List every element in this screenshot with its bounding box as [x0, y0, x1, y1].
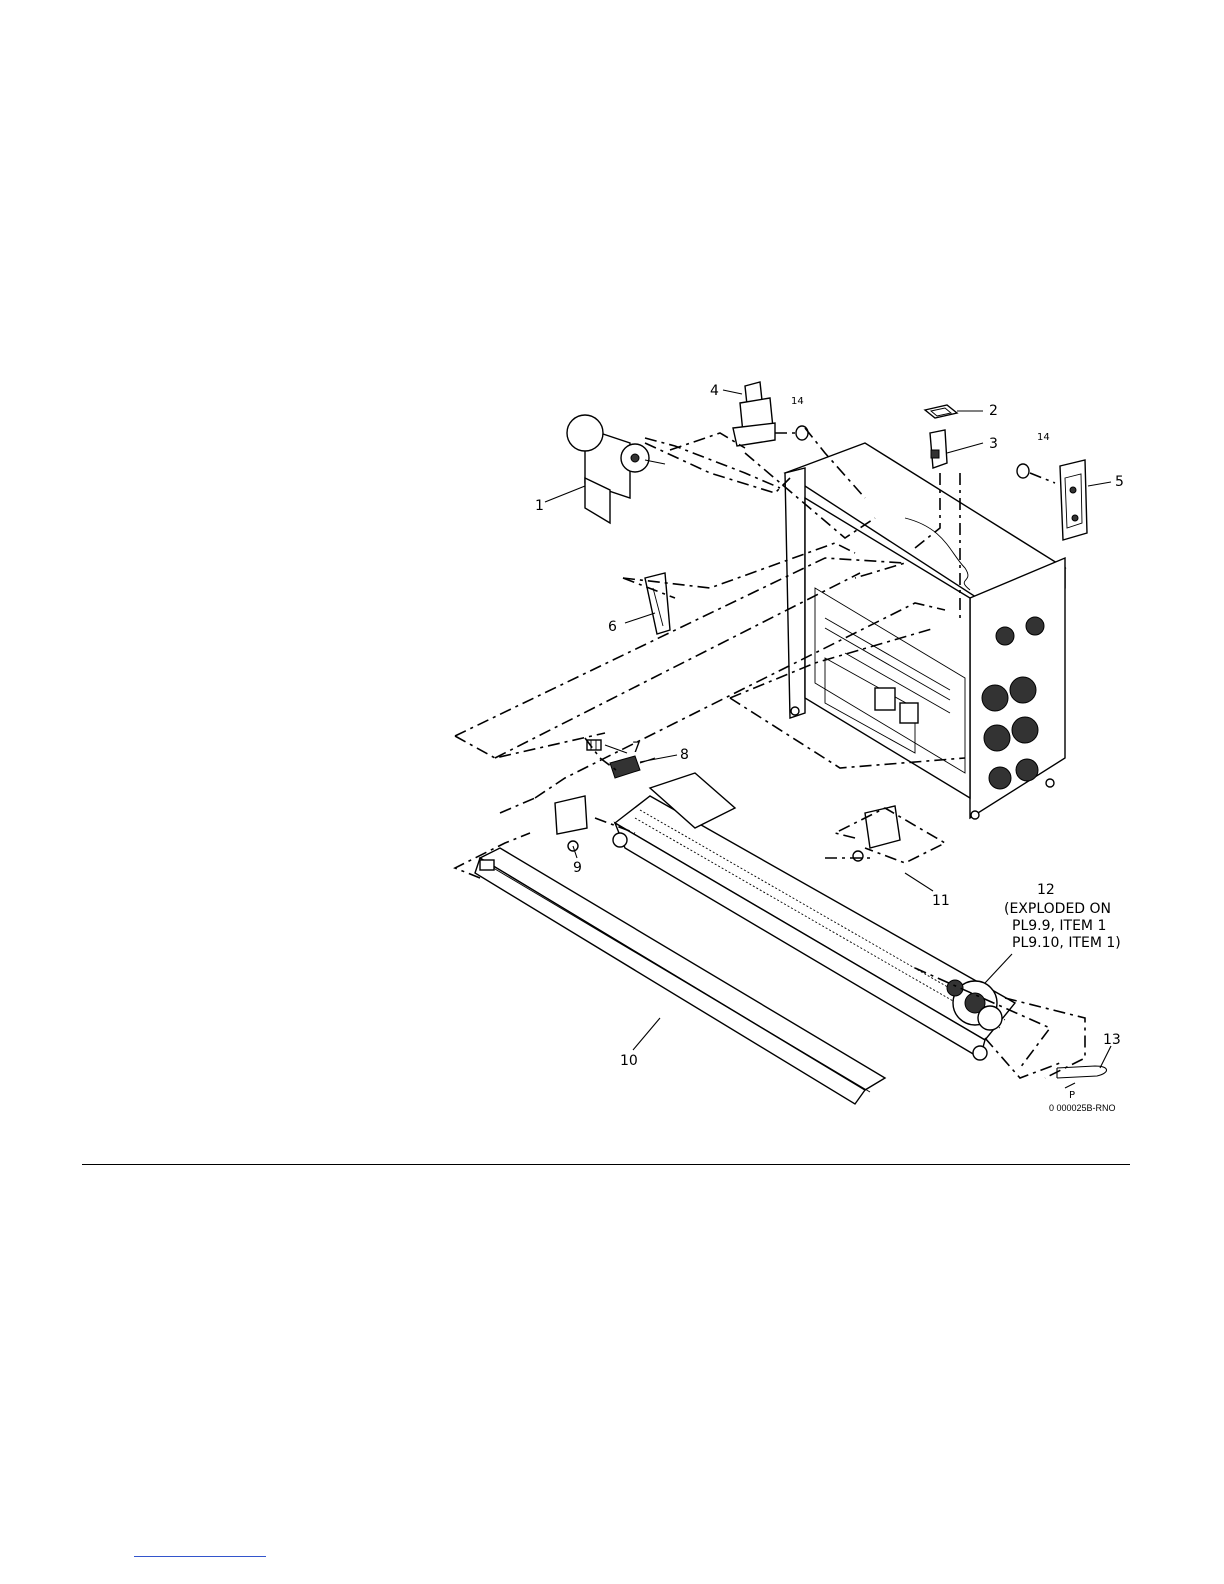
callout-3: 3 [989, 436, 998, 452]
note-12-line-2: PL9.9, ITEM 1 [1012, 918, 1106, 934]
callout-p: P [1069, 1090, 1075, 1101]
note-12-line-3: PL9.10, ITEM 1) [1012, 935, 1121, 951]
part-8-gear [610, 756, 655, 778]
callout-5: 5 [1115, 474, 1124, 490]
footer-link-underline[interactable] [134, 1556, 266, 1557]
callout-13: 13 [1103, 1032, 1121, 1048]
parts-exploded-diagram: 1 2 3 4 5 6 7 8 9 10 11 12 (EXPLODED ON … [445, 378, 1125, 1118]
callout-11: 11 [932, 893, 950, 909]
part-9-holder [555, 796, 587, 851]
horizontal-rule [82, 1164, 1130, 1165]
part-7-bushing [587, 740, 601, 750]
callout-10: 10 [620, 1053, 638, 1069]
part-3-switch [930, 430, 947, 468]
part-11-sensor [853, 806, 900, 861]
callout-12: 12 [1037, 882, 1055, 898]
callout-6: 6 [608, 619, 617, 635]
part-10-tray [475, 848, 885, 1104]
part-5-bracket [1060, 460, 1087, 540]
callout-1: 1 [535, 498, 544, 514]
note-12-line-1: (EXPLODED ON [1004, 901, 1111, 917]
callout-2: 2 [989, 403, 998, 419]
callout-9: 9 [573, 860, 582, 876]
part-2-cap [925, 405, 957, 418]
callout-14-right: 14 [1037, 432, 1050, 443]
part-13-spring [1057, 1066, 1107, 1078]
callout-14-left: 14 [791, 396, 804, 407]
figure-code: 0 000025B-RNO [1049, 1103, 1116, 1113]
callout-7: 7 [632, 740, 641, 756]
part-12-carriage [613, 773, 1015, 1060]
callout-8: 8 [680, 747, 689, 763]
part-14-washer-right [1017, 464, 1029, 478]
part-1-motor [567, 415, 665, 523]
callout-4: 4 [710, 383, 719, 399]
part-4-solenoid [733, 382, 775, 446]
part-14-washer-left [796, 426, 808, 440]
